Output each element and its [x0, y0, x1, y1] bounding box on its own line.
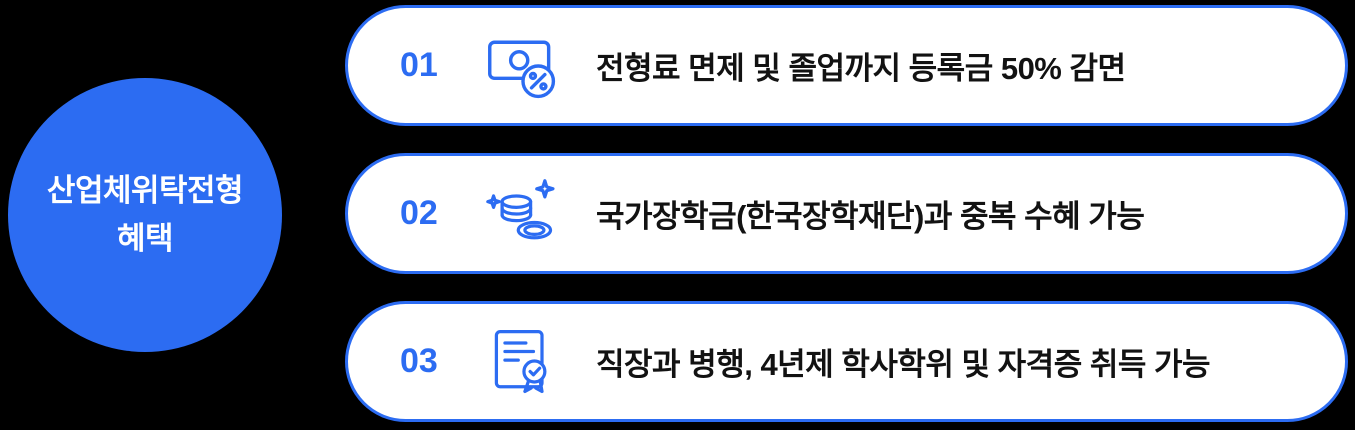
benefit-card-3: 03 직장과 병행, 4년제 학사학위 및 자격증 취득 가능 — [345, 301, 1348, 422]
benefit-number: 03 — [400, 342, 438, 380]
badge-title-line2: 혜택 — [116, 221, 174, 256]
benefit-text: 전형료 면제 및 졸업까지 등록금 50% 감면 — [596, 51, 1126, 86]
benefit-card-2: 02 국가장학금(한국장학재단)과 중복 수혜 가능 — [345, 153, 1348, 274]
benefits-list: 01 전형료 면제 및 졸업까지 등록금 50% 감면 02 — [345, 5, 1348, 422]
banknote-percent-icon — [482, 25, 564, 107]
certificate-icon — [482, 321, 564, 403]
benefit-text: 직장과 병행, 4년제 학사학위 및 자격증 취득 가능 — [596, 347, 1211, 382]
benefit-card-1: 01 전형료 면제 및 졸업까지 등록금 50% 감면 — [345, 5, 1348, 126]
coins-icon — [482, 173, 564, 255]
benefit-number: 02 — [400, 194, 438, 232]
program-benefits-badge: 산업체위탁전형 혜택 — [8, 78, 282, 352]
benefit-text: 국가장학금(한국장학재단)과 중복 수혜 가능 — [596, 199, 1145, 234]
benefit-number: 01 — [400, 46, 438, 84]
badge-title-line1: 산업체위탁전형 — [46, 172, 244, 208]
